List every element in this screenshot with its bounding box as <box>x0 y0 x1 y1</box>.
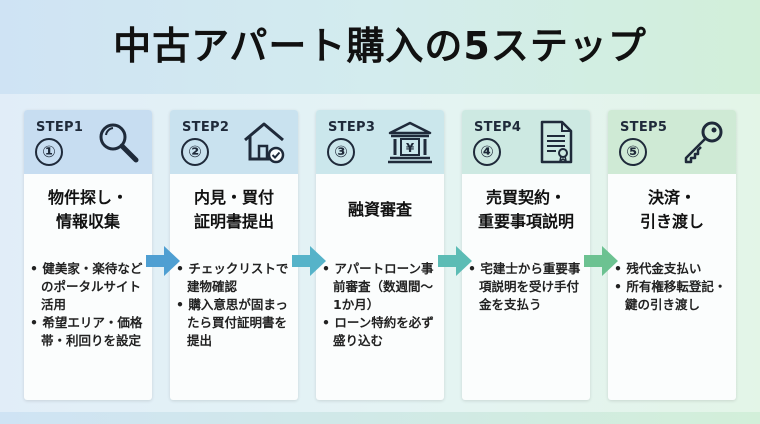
step-title-line: 証明書提出 <box>193 212 274 231</box>
step-header: STEP5 ⑤ <box>608 110 736 174</box>
house-check-icon <box>244 122 285 164</box>
bullet-list: 健美家・楽待などのポータルサイト活用 希望エリア・価格帯・利回りを設定 <box>30 260 148 350</box>
bullet-item: 所有権移転登記・鍵の引き渡し <box>614 278 732 314</box>
page-title: 中古アパート購入の5ステップ <box>113 24 647 68</box>
bank-yen-icon <box>388 121 432 164</box>
bullet-list: 残代金支払い 所有権移転登記・鍵の引き渡し <box>614 260 732 314</box>
step-number: ⑤ <box>619 138 647 166</box>
bullet-list: アパートローン事前審査（数週間〜1か月） ローン特約を必ず盛り込む <box>322 260 440 350</box>
bullet-item: 希望エリア・価格帯・利回りを設定 <box>30 314 148 350</box>
bottom-bar <box>0 412 760 424</box>
step-card-1: STEP1 ① 物件探し・ 情報収集 健美家・楽待などのポータルサイト活用 希望… <box>24 110 152 400</box>
contract-document-icon <box>540 120 573 164</box>
step-title-line: 情報収集 <box>55 212 120 231</box>
bullet-item: 健美家・楽待などのポータルサイト活用 <box>30 260 148 314</box>
step-title-line: 融資審査 <box>347 200 412 219</box>
step-title-line: 売買契約・ <box>485 188 566 207</box>
step-label: STEP1 <box>36 120 84 135</box>
step-title: 物件探し・ 情報収集 <box>28 186 148 234</box>
bullet-item: チェックリストで建物確認 <box>176 260 294 296</box>
bullet-item: アパートローン事前審査（数週間〜1か月） <box>322 260 440 314</box>
step-card-2: STEP2 ② 内見・買付 証明書提出 チェックリストで建物確認 購入意思が固ま… <box>170 110 298 400</box>
step-card-4: STEP4 ④ 売買契約・ 重要事項説明 宅建士から重要事項説明を受け手付金を支… <box>462 110 590 400</box>
step-title: 内見・買付 証明書提出 <box>174 186 294 234</box>
step-card-5: STEP5 ⑤ 決済・ 引き渡し 残代金支払い 所有権移転登記・鍵の引き渡し <box>608 110 736 400</box>
step-title-line: 物件探し・ <box>47 188 128 207</box>
key-icon <box>684 121 723 164</box>
magnifier-icon <box>99 123 139 163</box>
arrow-right-icon <box>292 246 326 276</box>
bullet-item: 残代金支払い <box>614 260 732 278</box>
step-header: STEP3 ③ ¥ <box>316 110 444 174</box>
bullet-item: 宅建士から重要事項説明を受け手付金を支払う <box>468 260 586 314</box>
step-header: STEP4 ④ <box>462 110 590 174</box>
step-title: 融資審査 <box>320 198 440 222</box>
step-label: STEP3 <box>328 120 376 135</box>
step-number: ① <box>35 138 63 166</box>
step-number: ② <box>181 138 209 166</box>
step-number: ④ <box>473 138 501 166</box>
step-label: STEP5 <box>620 120 668 135</box>
bullet-list: 宅建士から重要事項説明を受け手付金を支払う <box>468 260 586 314</box>
arrow-right-icon <box>438 246 472 276</box>
bullet-list: チェックリストで建物確認 購入意思が固まったら買付証明書を提出 <box>176 260 294 350</box>
step-label: STEP4 <box>474 120 522 135</box>
step-title: 売買契約・ 重要事項説明 <box>466 186 586 234</box>
step-label: STEP2 <box>182 120 230 135</box>
arrow-right-icon <box>146 246 180 276</box>
step-card-3: STEP3 ③ ¥ 融資審査 アパートローン事前審査（数週間〜1か月） ローン特… <box>316 110 444 400</box>
step-number: ③ <box>327 138 355 166</box>
bullet-item: 購入意思が固まったら買付証明書を提出 <box>176 296 294 350</box>
arrow-right-icon <box>584 246 618 276</box>
step-header: STEP2 ② <box>170 110 298 174</box>
step-title: 決済・ 引き渡し <box>612 186 732 234</box>
step-title-line: 決済・ <box>647 188 696 207</box>
step-header: STEP1 ① <box>24 110 152 174</box>
step-title-line: 引き渡し <box>639 212 704 231</box>
yen-symbol: ¥ <box>405 141 415 155</box>
step-title-line: 重要事項説明 <box>477 212 574 231</box>
step-title-line: 内見・買付 <box>193 188 274 207</box>
bullet-item: ローン特約を必ず盛り込む <box>322 314 440 350</box>
